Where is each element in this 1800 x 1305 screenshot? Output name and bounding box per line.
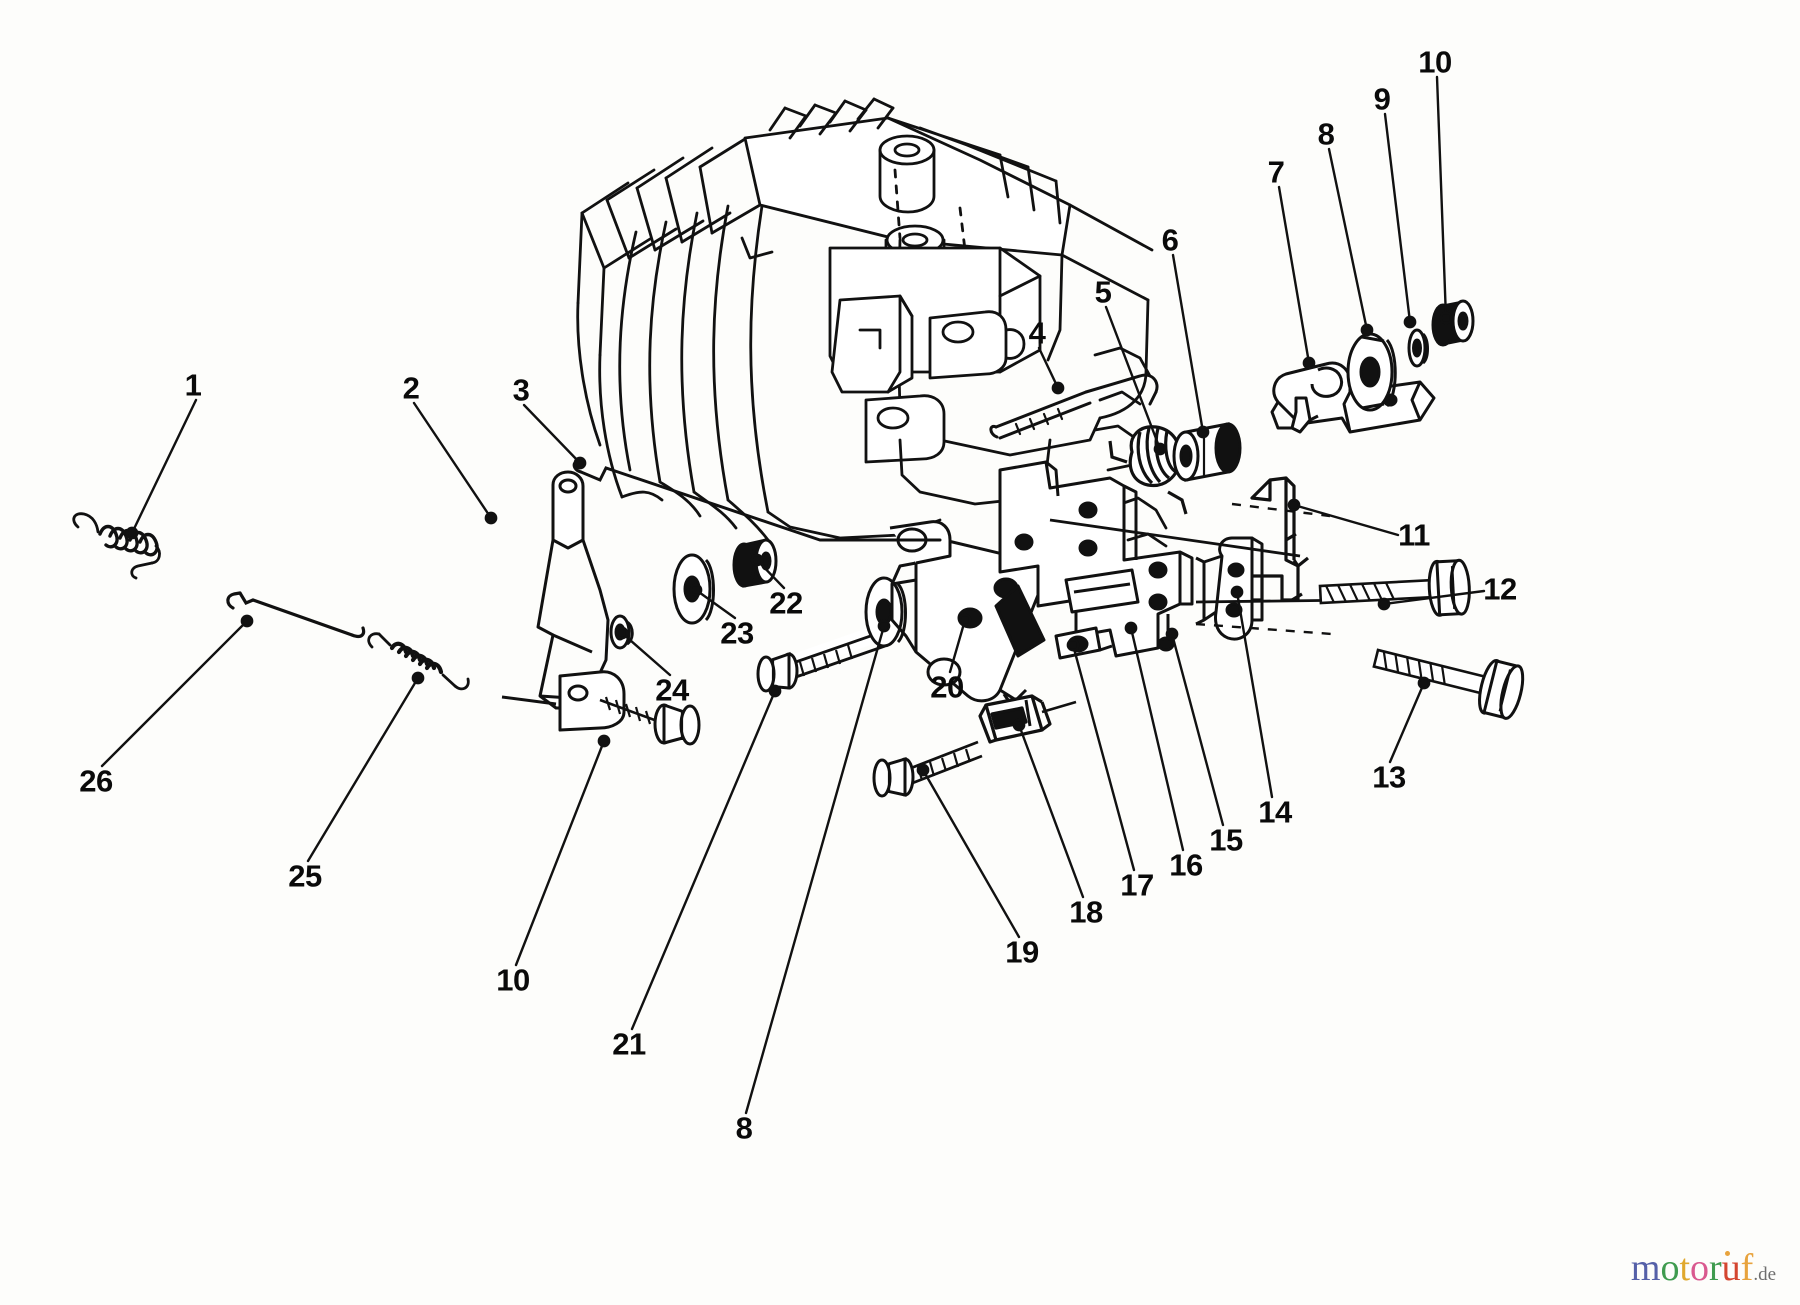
leader-line [1327, 147, 1369, 332]
callout-10-lock-nut: 10 [496, 962, 530, 998]
leader-endpoint-dot [1287, 498, 1301, 512]
leader-line [100, 619, 249, 768]
callout-23-flat-washer: 23 [720, 615, 754, 651]
leader-line [755, 558, 786, 590]
leader-line [744, 624, 886, 1115]
watermark-letter: o [1690, 1247, 1709, 1289]
callout-12-hex-flange-bolt: 12 [1483, 571, 1517, 607]
leader-endpoint-dot [1230, 585, 1244, 599]
leader-endpoint-dot [1051, 381, 1065, 395]
callout-17-link-pin: 17 [1120, 867, 1154, 903]
leader-endpoint-dot [1439, 311, 1453, 325]
leader-line [1037, 346, 1060, 390]
leader-line [306, 676, 420, 863]
callout-7-throttle-bracket: 7 [1267, 154, 1285, 190]
callout-11-governor-shield-bracket: 11 [1398, 517, 1430, 553]
callout-6-bushing-spacer: 6 [1161, 222, 1179, 258]
leader-endpoint-dot [1417, 676, 1431, 690]
leader-endpoint-dot [1196, 425, 1210, 439]
watermark-suffix: .de [1753, 1264, 1776, 1285]
watermark-letter: u [1721, 1247, 1741, 1289]
leader-line [620, 631, 672, 677]
leader-endpoint-dot [484, 511, 498, 525]
leader-line [412, 401, 493, 520]
leader-line [1383, 112, 1412, 324]
leader-line [948, 618, 967, 674]
leader-endpoint-dot [1066, 638, 1080, 652]
watermark-dot [1725, 1251, 1730, 1256]
leader-line [1129, 626, 1185, 852]
callout-4-governor-link-rod: 4 [1028, 315, 1046, 351]
callout-18-cable-clamp: 18 [1069, 894, 1103, 930]
callout-9-washer-small: 9 [1373, 81, 1391, 117]
leader-line [130, 398, 198, 535]
callout-8-washer-large: 8 [735, 1110, 753, 1146]
leader-endpoint-dot [1302, 356, 1316, 370]
leader-line [1235, 590, 1274, 799]
motoruf-watermark: motoruf.de [1631, 1249, 1776, 1287]
callout-25-governor-spring-short: 25 [288, 858, 322, 894]
leader-line [1104, 305, 1162, 451]
leader-endpoint-dot [615, 626, 629, 640]
callout-26-throttle-wire-rod: 26 [79, 763, 113, 799]
watermark-letter: r [1709, 1247, 1722, 1289]
watermark-letters: motoruf [1631, 1247, 1753, 1289]
leader-endpoint-dot [768, 684, 782, 698]
leader-line [1277, 185, 1311, 365]
leader-endpoint-dot [1012, 718, 1026, 732]
leader-endpoint-dot [240, 614, 254, 628]
callout-24-retainer-washer: 24 [655, 672, 689, 708]
leader-endpoint-dot [1403, 315, 1417, 329]
callout-15-control-plate: 15 [1209, 822, 1243, 858]
leader-line [1071, 643, 1136, 872]
leader-line [694, 588, 737, 620]
leader-line [1171, 253, 1205, 434]
leader-line [514, 739, 606, 967]
leader-line [1388, 681, 1426, 764]
callout-1-extension-spring: 1 [184, 367, 202, 403]
leader-line [630, 689, 777, 1031]
callout-22-spacer-bushing: 22 [769, 585, 803, 621]
leader-endpoint-dot [1165, 627, 1179, 641]
leader-endpoint-dot [1360, 323, 1374, 337]
leader-endpoint-dot [411, 671, 425, 685]
leader-endpoint-dot [958, 613, 972, 627]
callout-14-throttle-arm: 14 [1258, 794, 1292, 830]
leader-endpoint-dot [689, 583, 703, 597]
leader-line [1435, 75, 1448, 320]
leader-endpoint-dot [597, 734, 611, 748]
leader-line [1382, 589, 1486, 606]
callout-2-governor-control-lever: 2 [402, 370, 420, 406]
callout-21-carriage-bolt: 21 [612, 1026, 646, 1062]
leader-line [1017, 723, 1085, 899]
callout-16-speed-control-lever: 16 [1169, 847, 1203, 883]
watermark-letter: m [1630, 1247, 1661, 1289]
leader-line [1170, 632, 1225, 827]
leader-line [1292, 503, 1400, 537]
leader-endpoint-dot [1377, 597, 1391, 611]
leader-endpoint-dot [916, 763, 930, 777]
leader-endpoint-dot [125, 526, 139, 540]
leader-line [522, 403, 582, 465]
leader-endpoint-dot [1124, 621, 1138, 635]
callout-5-governor-spring: 5 [1094, 274, 1112, 310]
leader-endpoint-dot [1153, 442, 1167, 456]
callout-8-washer-large: 8 [1317, 116, 1335, 152]
watermark-letter: t [1679, 1247, 1690, 1289]
leader-endpoint-dot [573, 456, 587, 470]
watermark-letter: f [1740, 1247, 1754, 1289]
watermark-letter: o [1660, 1247, 1680, 1289]
callout-10-lock-nut: 10 [1418, 44, 1452, 80]
callout-19-clamp-screw: 19 [1005, 934, 1039, 970]
callout-20-mounting-bracket: 20 [930, 669, 964, 705]
callout-13-hex-flange-bolt-long: 13 [1372, 759, 1406, 795]
leader-endpoint-dot [877, 619, 891, 633]
leader-endpoint-dot [750, 553, 764, 567]
callout-3-governor-rod: 3 [512, 372, 530, 408]
leader-line [921, 768, 1021, 939]
